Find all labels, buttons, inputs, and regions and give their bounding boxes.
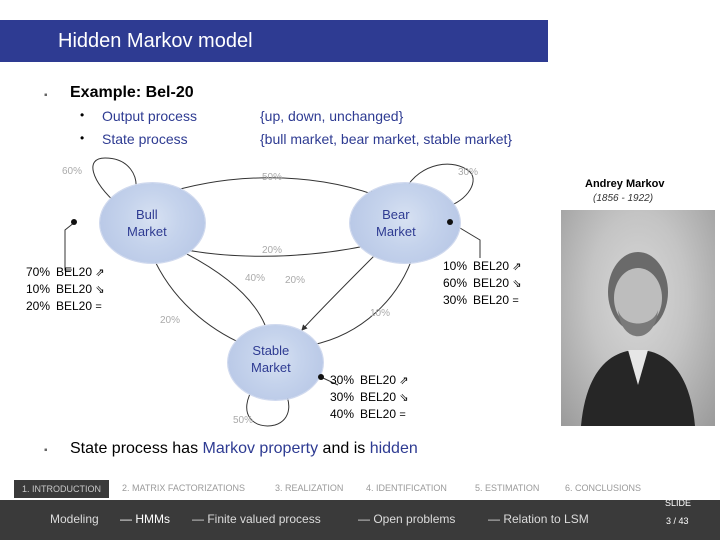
slide-label: SLIDE [665, 498, 692, 508]
sub-bullet: • [80, 108, 85, 122]
stable-emission-dot [318, 374, 324, 380]
bull-self-prob: 60% [62, 166, 83, 177]
bullet-square: ▪ [44, 90, 48, 101]
nav-section-conclusions[interactable]: 6. CONCLUSIONS [565, 483, 642, 493]
example-heading: Example: Bel-20 [70, 84, 194, 101]
hidden-term: hidden [369, 440, 418, 457]
stable-market-state [228, 325, 323, 400]
stable-to-bear-arrow [311, 249, 417, 346]
stable-bear-prob: 10% [370, 308, 391, 319]
up-arrow-icon: ⇗ [399, 375, 409, 387]
nav-section-identification[interactable]: 4. IDENTIFICATION [366, 483, 447, 493]
slide-number: 3 / 43 [666, 516, 689, 526]
nav-section-estimation[interactable]: 5. ESTIMATION [475, 483, 540, 493]
down-arrow-icon: ⇘ [95, 284, 105, 296]
stable-self-prob: 50% [233, 415, 254, 426]
down-arrow-icon: ⇘ [399, 392, 409, 404]
bear-self-loop [404, 163, 474, 211]
bull-market-state [100, 183, 205, 263]
nav-sub-hmms[interactable]: — HMMs [120, 512, 170, 526]
bull-to-bear-arrow [159, 177, 376, 197]
conclusion-text: State process has Markov property and is… [70, 440, 418, 457]
bull-emission-connector [64, 221, 76, 271]
bear-market-state [350, 183, 460, 263]
nav-section-introduction[interactable]: 1. INTRODUCTION [14, 480, 110, 498]
down-arrow-icon: ⇘ [512, 278, 522, 290]
nav-sub-open-problems[interactable]: — Open problems [358, 512, 456, 526]
bear-stable-prob: 20% [285, 275, 306, 286]
nav-sub-relation-to-lsm[interactable]: — Relation to LSM [488, 512, 589, 526]
bear-self-prob: 30% [458, 167, 479, 178]
unchanged-icon: = [512, 295, 519, 307]
bear-emission-dot [447, 219, 453, 225]
sub-bullet: • [80, 131, 85, 145]
state-process-label: State process [102, 131, 188, 147]
nav-sub-modeling[interactable]: Modeling [50, 512, 99, 526]
output-process-label: Output process [102, 108, 197, 124]
bull-emission-dot [71, 219, 77, 225]
up-arrow-icon: ⇗ [512, 261, 522, 273]
markov-portrait [561, 210, 715, 426]
up-arrow-icon: ⇗ [95, 267, 105, 279]
bear-bull-prob: 20% [262, 245, 283, 256]
title-bar [0, 20, 548, 62]
bull-emissions: 70%BEL20 ⇗ 10%BEL20 ⇘ 20%BEL20 = [26, 265, 105, 313]
stable-emissions: 30%BEL20 ⇗ 30%BEL20 ⇘ 40%BEL20 = [330, 373, 409, 421]
footer-bar [0, 500, 720, 540]
bull-to-stable-arrow [149, 249, 246, 346]
stable-emission-connector [322, 377, 339, 386]
bull-bear-prob: 50% [262, 172, 283, 183]
nav-section-matrix-factorizations[interactable]: 2. MATRIX FACTORIZATIONS [122, 483, 246, 493]
state-process-value: {bull market, bear market, stable market… [260, 131, 513, 147]
output-process-value: {up, down, unchanged} [260, 108, 404, 124]
markov-property-term: Markov property [202, 440, 319, 457]
portrait-name: Andrey Markov [585, 178, 665, 190]
nav-sub-finite-valued-process[interactable]: — Finite valued process [192, 512, 321, 526]
nav-section-realization[interactable]: 3. REALIZATION [275, 483, 344, 493]
stable-to-bull-arrow [174, 247, 266, 326]
bull-self-loop [92, 157, 140, 206]
unchanged-icon: = [399, 409, 406, 421]
slide-title: Hidden Markov model [58, 30, 253, 52]
bear-emissions: 10%BEL20 ⇗ 60%BEL20 ⇘ 30%BEL20 = [443, 259, 522, 307]
bullet-square: ▪ [44, 445, 48, 456]
bull-stable-prob: 20% [160, 315, 181, 326]
bear-to-stable-arrow [301, 249, 381, 331]
unchanged-icon: = [95, 301, 102, 313]
stable-self-loop [246, 384, 290, 427]
portrait-silhouette-icon [581, 252, 695, 426]
stable-bull-prob: 40% [245, 273, 266, 284]
portrait-years: (1856 - 1922) [593, 193, 654, 204]
bear-emission-connector [449, 221, 481, 258]
